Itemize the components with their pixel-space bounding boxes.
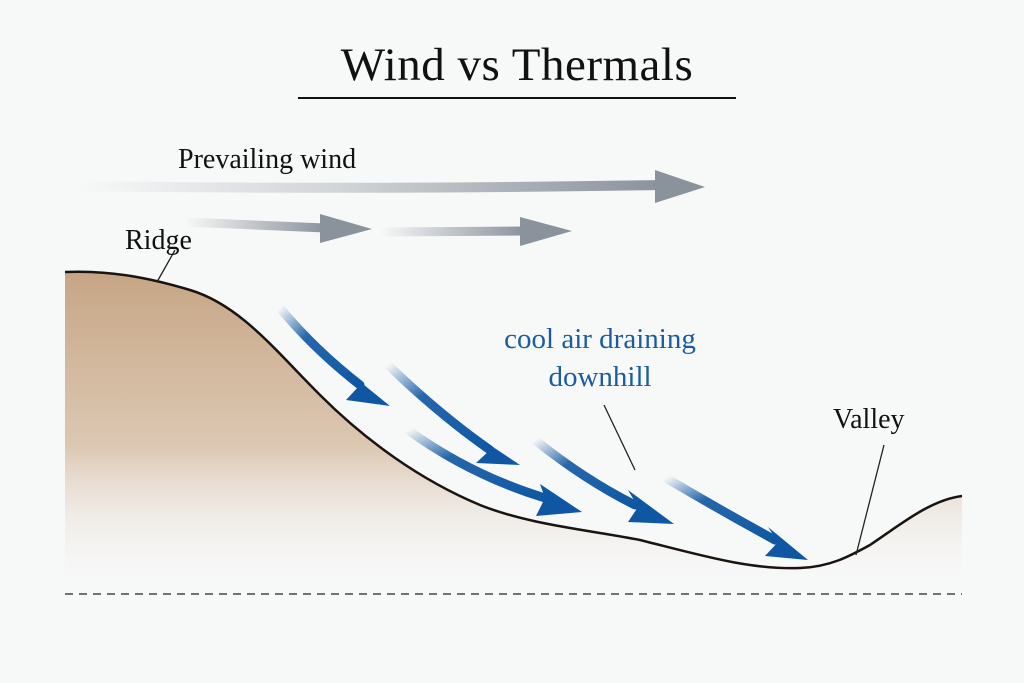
- blue-downslope-arrow-icon: [661, 473, 808, 560]
- blue-downslope-arrow-icon: [403, 425, 582, 516]
- prevailing-wind-label: Prevailing wind: [178, 144, 357, 175]
- gray-right-arrow-icon: [75, 170, 705, 203]
- blue-downslope-arrow-icon: [275, 303, 390, 406]
- ridge-label: Ridge: [125, 225, 192, 256]
- valley-leader-line: [855, 444, 885, 556]
- cool-air-label-line1: cool air draining: [504, 323, 696, 355]
- cool-air-label: cool air draining downhill: [470, 320, 730, 396]
- ridge-leader-line: [156, 249, 176, 283]
- blue-downslope-arrow-icon: [530, 435, 674, 524]
- cool-air-label-line2: downhill: [548, 361, 652, 393]
- prevailing-wind-arrows: [75, 170, 705, 246]
- terrain: [64, 270, 963, 590]
- blue-downslope-arrow-icon: [383, 360, 520, 465]
- cool-air-leader-line: [603, 404, 636, 471]
- gray-right-arrow-icon: [184, 214, 372, 243]
- terrain-outline: [64, 270, 963, 570]
- gray-right-arrow-icon: [379, 217, 572, 246]
- valley-label: Valley: [833, 404, 905, 435]
- cool-air-arrows: [275, 303, 808, 560]
- diagram-title: Wind vs Thermals: [340, 39, 694, 91]
